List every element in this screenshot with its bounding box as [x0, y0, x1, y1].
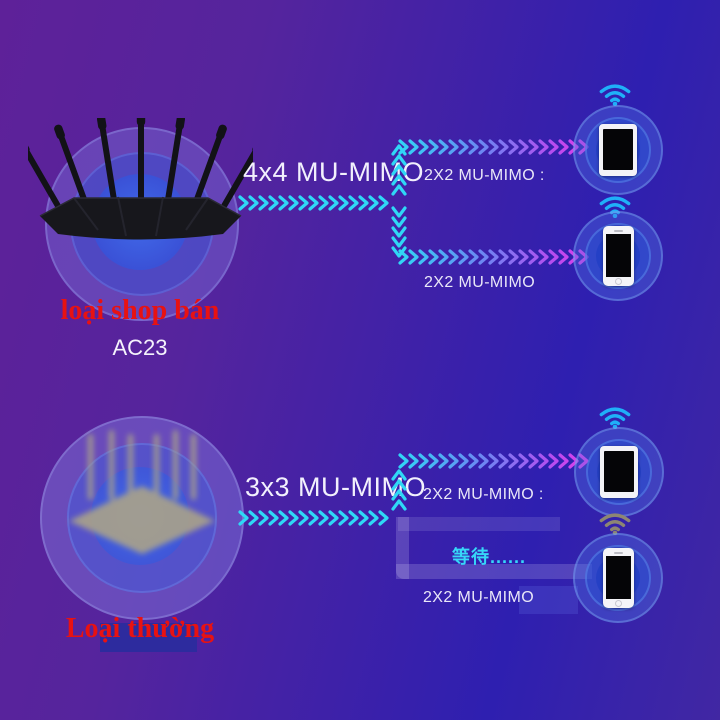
- caption-highlight-box: [100, 623, 197, 652]
- top-branch1-label: 2X2 MU-MIMO :: [424, 167, 545, 184]
- wifi-icon: [599, 407, 631, 429]
- wifi-idle-icon: [599, 513, 631, 535]
- top-router-model: AC23: [112, 335, 168, 360]
- arrow-chain-branch2-top: [398, 249, 592, 270]
- arrow-chain-branch1-bottom: [398, 453, 592, 474]
- tablet-icon: [600, 446, 638, 498]
- client-ripple: [573, 105, 663, 195]
- client-ripple: [574, 427, 664, 517]
- client-ripple: [573, 533, 663, 623]
- arrow-chain-branch1-top: [398, 139, 592, 160]
- top-branch2-label: 2X2 MU-MIMO: [424, 274, 536, 291]
- waiting-path-straight: [398, 517, 560, 531]
- bottom-router-caption: Loại thường: [65, 613, 215, 644]
- router-blurred-icon: [69, 430, 215, 554]
- waiting-path-vertical: [396, 517, 409, 579]
- router-icon: [28, 118, 253, 240]
- tablet-icon: [599, 124, 637, 176]
- client-ripple: [573, 211, 663, 301]
- arrow-chain-main-bottom: [238, 510, 392, 531]
- arrow-chain-main-top: [238, 195, 392, 216]
- arrow-chain-down-top: [391, 205, 407, 264]
- wifi-icon: [599, 84, 631, 106]
- arrow-chain-up-bottom: [391, 468, 407, 517]
- waiting-path-horizontal: [396, 564, 592, 579]
- phone-icon: [602, 226, 634, 286]
- waiting-label: 等待......: [452, 547, 527, 567]
- waiting-fade-box: [519, 586, 578, 614]
- phone-icon: [602, 548, 634, 608]
- bottom-branch2-label: 2X2 MU-MIMO: [423, 589, 535, 606]
- top-router-caption: loại shop bán: [60, 295, 220, 326]
- bottom-branch1-label: 2X2 MU-MIMO :: [423, 486, 544, 503]
